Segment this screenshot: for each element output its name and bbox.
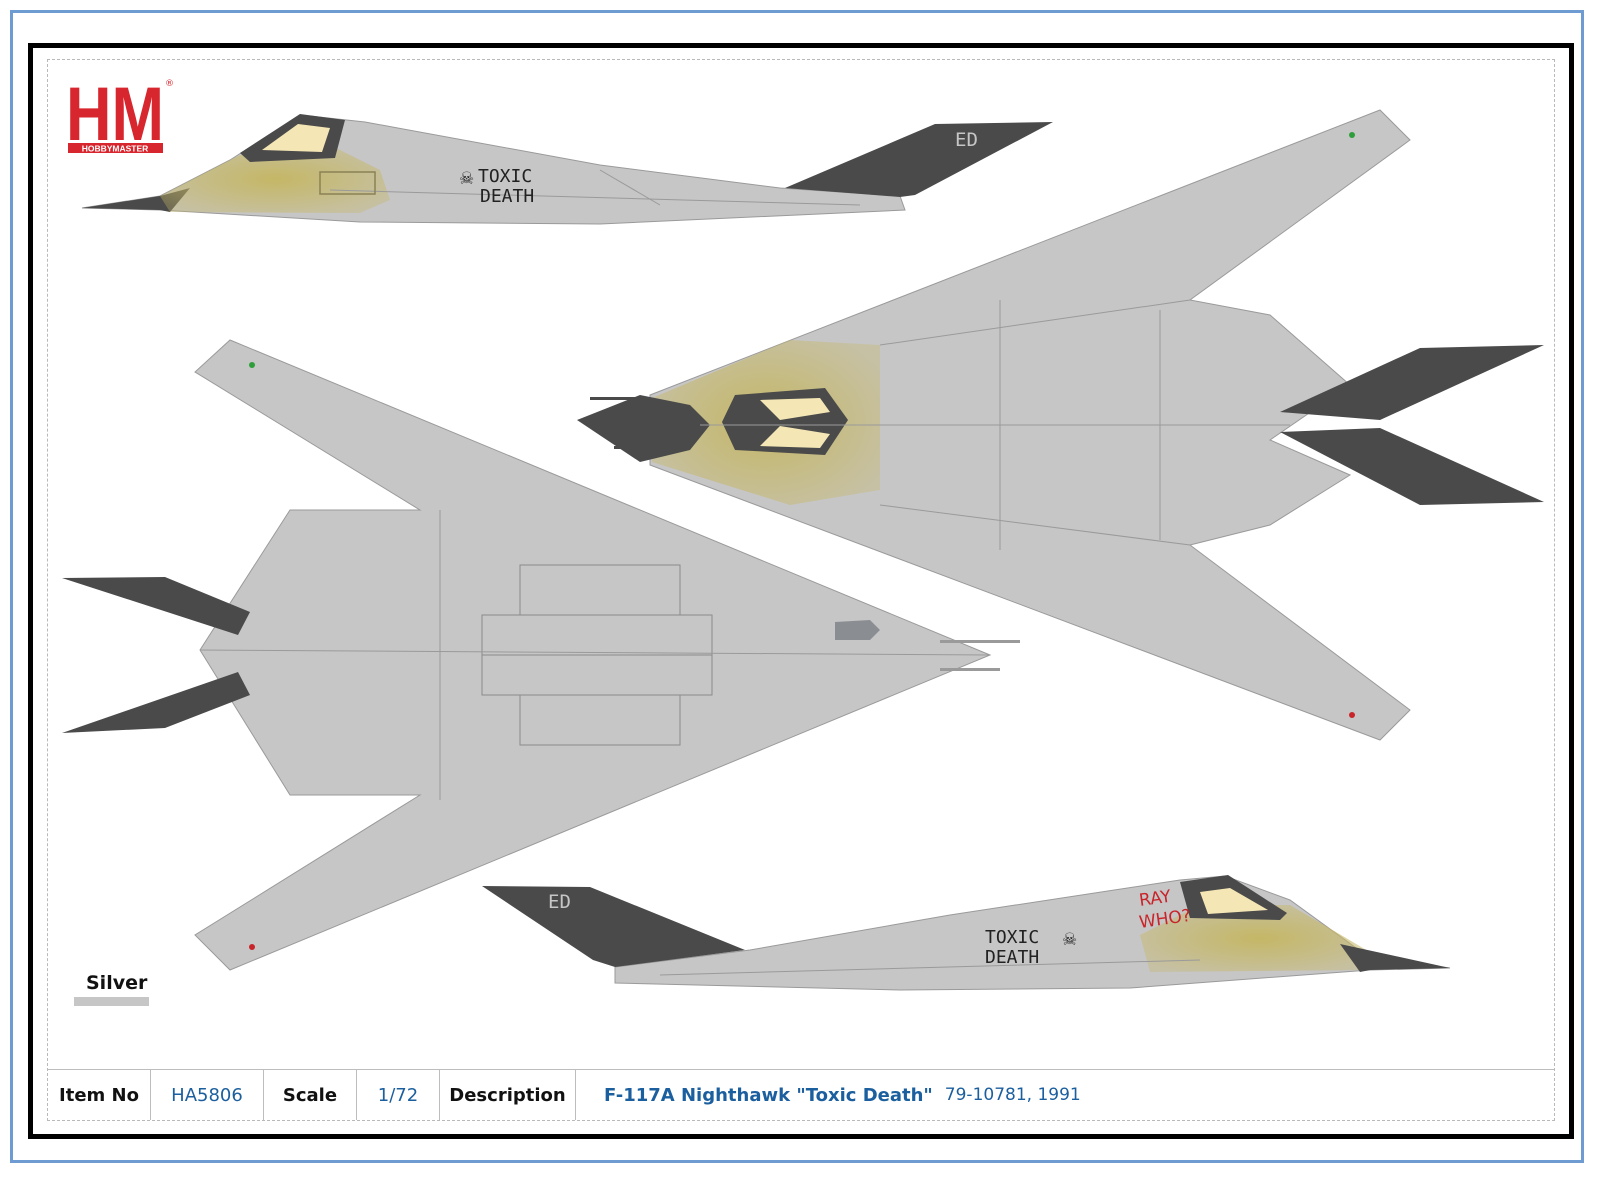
logo-brand-bar bbox=[68, 143, 163, 153]
info-table: Item No HA5806 Scale 1/72 Description F-… bbox=[48, 1069, 1554, 1120]
top-view-nose-dark bbox=[577, 395, 710, 462]
top-view-canopy-glass bbox=[760, 398, 830, 420]
side-profile-left-panel-line bbox=[329, 189, 861, 206]
side-profile-left-panel-line bbox=[599, 169, 661, 206]
bottom-view-nav-light-red bbox=[249, 944, 255, 950]
side-profile-right-nose-tip bbox=[1340, 944, 1450, 972]
side-profile-right-canopy-glass bbox=[1200, 888, 1268, 914]
side-profile-left-nose-tip bbox=[82, 188, 190, 212]
logo-reg-mark: ® bbox=[165, 79, 174, 89]
side-profile-right-kill-text-line1: RAY bbox=[1138, 887, 1173, 911]
top-view-pitot-probe bbox=[590, 397, 650, 400]
description-sub: 79-10781, 1991 bbox=[944, 1085, 1081, 1105]
side-profile-right-tan-area bbox=[1140, 905, 1380, 972]
logo-brand: HOBBYMASTER bbox=[82, 144, 149, 154]
description-value: F-117A Nighthawk "Toxic Death" 79-10781,… bbox=[576, 1070, 1554, 1120]
dashed-frame bbox=[47, 59, 1555, 1121]
side-profile-right-tail-code: ED bbox=[548, 891, 571, 913]
side-profile-left: TOXIC DEATH ☠ ED bbox=[81, 114, 1053, 225]
side-profile-right-tail bbox=[482, 886, 745, 967]
bottom-view-probe bbox=[940, 668, 1000, 671]
side-profile-left-intake-grille bbox=[319, 171, 376, 195]
description-main: F-117A Nighthawk "Toxic Death" bbox=[604, 1084, 933, 1106]
side-profile-right-nose-art-line1: TOXIC bbox=[985, 927, 1039, 948]
legend-swatch bbox=[74, 997, 149, 1006]
top-view-nav-light-red bbox=[1349, 712, 1355, 718]
top-view-panel-line bbox=[879, 299, 1191, 346]
scale-label: Scale bbox=[264, 1070, 357, 1120]
side-profile-right-skull-icon: ☠ bbox=[1062, 930, 1077, 950]
side-profile-right-panel-line bbox=[659, 959, 1201, 976]
side-profile-left-tan-area bbox=[160, 145, 390, 213]
top-view-tail-lower bbox=[1280, 428, 1544, 505]
bottom-view-probe bbox=[940, 640, 1020, 643]
bottom-view-tail-lower bbox=[62, 672, 250, 733]
side-profile-left-skull-icon: ☠ bbox=[459, 169, 474, 189]
bottom-view-nav-light-green bbox=[249, 362, 255, 368]
scale-value: 1/72 bbox=[357, 1070, 440, 1120]
top-view-canopy-glass bbox=[760, 426, 830, 448]
bottom-view-gear-door bbox=[519, 694, 681, 746]
bottom-view-sensor-window bbox=[835, 620, 880, 640]
top-view-tail-upper bbox=[1280, 345, 1544, 420]
legend-label: Silver bbox=[86, 972, 148, 994]
item-no-label: Item No bbox=[48, 1070, 151, 1120]
side-profile-right-nose-art-line2: DEATH bbox=[985, 947, 1039, 968]
top-view-panel-line bbox=[879, 504, 1191, 546]
logo-letters: HM bbox=[66, 72, 164, 157]
side-profile-left-tail bbox=[785, 122, 1053, 197]
description-label: Description bbox=[440, 1070, 576, 1120]
top-view-nav-light-green bbox=[1349, 132, 1355, 138]
hobbymaster-logo: HM HOBBYMASTER ® bbox=[66, 72, 174, 157]
bottom-view-gear-door bbox=[519, 564, 681, 616]
top-view bbox=[577, 109, 1544, 741]
side-profile-left-canopy-glass bbox=[262, 124, 330, 152]
bottom-view bbox=[62, 339, 1020, 971]
bottom-view-tail-upper bbox=[62, 577, 250, 635]
bottom-view-panel-line bbox=[199, 649, 991, 656]
item-no-value: HA5806 bbox=[151, 1070, 264, 1120]
side-profile-left-nose-art-line1: TOXIC bbox=[478, 166, 532, 187]
side-profile-right: TOXIC DEATH ☠ RAY WHO? ED bbox=[482, 875, 1451, 991]
top-view-pitot-probe bbox=[614, 446, 654, 449]
side-profile-left-nose-art-line2: DEATH bbox=[480, 186, 534, 207]
side-profile-left-tail-code: ED bbox=[955, 129, 978, 151]
